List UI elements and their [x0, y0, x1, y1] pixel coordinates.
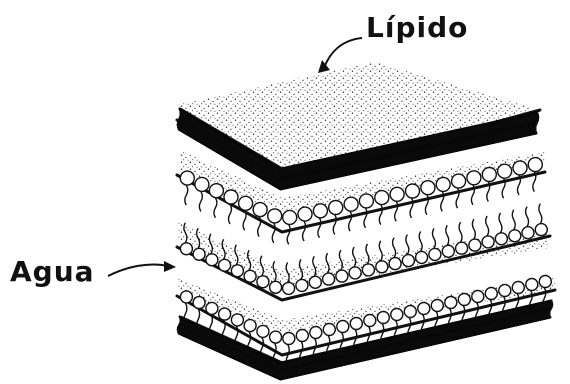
- lipid-bilayer-diagram: Lípido Agua: [0, 0, 570, 384]
